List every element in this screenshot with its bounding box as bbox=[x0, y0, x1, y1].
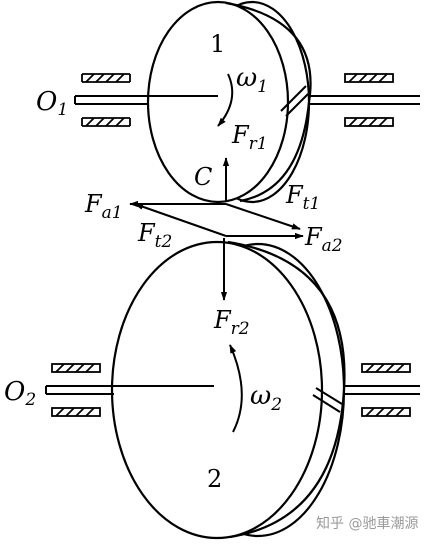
label-o1: O1 bbox=[36, 87, 68, 120]
label-fr2: Fr2 bbox=[213, 306, 250, 339]
label-fa2: Fa2 bbox=[304, 223, 343, 256]
label-fr1: Fr1 bbox=[231, 121, 268, 154]
bearing-1-left bbox=[81, 73, 131, 127]
gear-1-shaft-right bbox=[280, 85, 420, 117]
watermark: 知乎 @驰車潮源 bbox=[316, 515, 418, 532]
label-ft1: Ft1 bbox=[285, 181, 320, 214]
bearing-2-right bbox=[361, 363, 411, 417]
label-omega2: ω2 bbox=[250, 381, 282, 415]
force-ft1-arrow bbox=[225, 203, 301, 230]
gear-2-number: 2 bbox=[207, 465, 222, 493]
force-ft2-arrow bbox=[134, 203, 227, 237]
gear-2-front-face bbox=[110, 240, 324, 540]
omega-2-rotation-arrow bbox=[229, 344, 243, 433]
gear-2-rim bbox=[227, 240, 346, 539]
gear-2-shaft-right bbox=[312, 385, 420, 413]
label-ft2: Ft2 bbox=[137, 219, 172, 252]
gear-1-number: 1 bbox=[210, 30, 225, 58]
gear-1-front-face bbox=[146, 0, 290, 204]
gear-1-rim bbox=[225, 1, 312, 203]
label-fa1: Fa1 bbox=[84, 190, 123, 223]
label-c: C bbox=[194, 163, 212, 191]
bearing-2-left bbox=[51, 363, 101, 417]
gear-2-shaft-left bbox=[45, 385, 214, 395]
gear-1-shaft-left bbox=[74, 95, 218, 105]
gear-1 bbox=[146, 0, 312, 204]
label-o2: O2 bbox=[4, 377, 36, 410]
label-omega1: ω1 bbox=[236, 63, 268, 97]
omega-1-rotation-arrow bbox=[217, 73, 234, 127]
gear-2 bbox=[110, 240, 346, 540]
bearing-1-right bbox=[344, 73, 394, 127]
